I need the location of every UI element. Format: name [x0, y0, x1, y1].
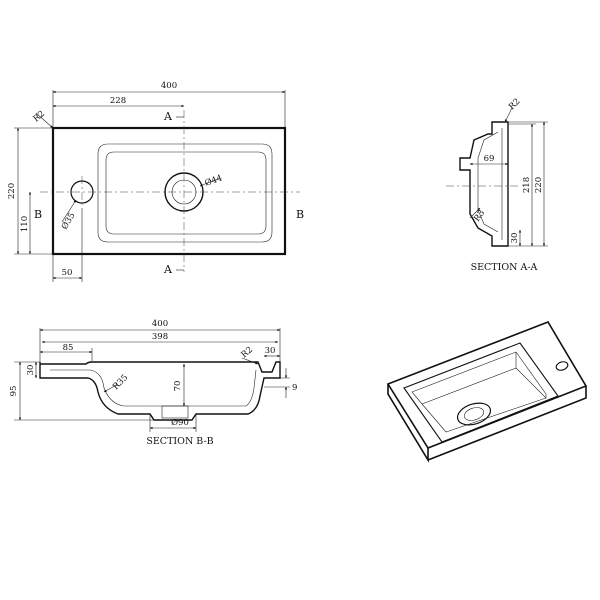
- section-b-dim-wall: 9: [292, 383, 297, 393]
- section-b-dim-waste: Ø90: [171, 417, 189, 428]
- section-a-profile-inner: [477, 128, 503, 240]
- section-b-dim-rim-left: 30: [26, 365, 36, 376]
- section-a-dim-radius-top: R2: [507, 97, 522, 112]
- iso-top-face: [386, 321, 588, 449]
- iso-basin-walls: [411, 351, 547, 433]
- section-a-dim-outer-height: 220: [534, 177, 544, 193]
- plan-cut-b-left: B: [34, 208, 42, 221]
- section-b-dim-inner-width: 398: [152, 332, 168, 342]
- section-b-dim-rim-right: 30: [265, 346, 276, 356]
- plan-cut-a-bottom: A: [163, 263, 173, 276]
- section-b-waste: [161, 405, 189, 419]
- section-b-dim-deck: 85: [63, 343, 74, 353]
- iso-drain-outer: [456, 402, 492, 426]
- section-b-dim-corner-radius: R2: [240, 345, 255, 360]
- section-a-title: SECTION A-A: [471, 262, 538, 273]
- plan-dim-basin-offset: 228: [110, 96, 126, 106]
- section-a-dim-inner-height: 218: [522, 177, 532, 193]
- section-b-view: 400 398 85 R2 30 30 95 R35 70 9: [9, 319, 297, 447]
- section-a-dim-rim: 30: [510, 233, 520, 244]
- plan-dim-overall-depth: 220: [7, 183, 17, 199]
- isometric-view: [386, 321, 588, 463]
- iso-basin-rim: [403, 342, 559, 443]
- plan-basin-outline: [97, 143, 273, 243]
- section-b-dim-overall-width: 400: [152, 319, 168, 329]
- plan-dim-waste-hole: Ø44: [203, 172, 223, 188]
- plan-outline: [51, 126, 287, 256]
- plan-dim-tap-center: 110: [20, 216, 30, 232]
- iso-front-edge: [387, 384, 587, 463]
- plan-cut-b-right: B: [296, 208, 304, 221]
- section-b-profile-outer: [39, 361, 281, 421]
- iso-drain-inner: [464, 407, 484, 421]
- plan-view: 400 228 220 110 50 R2 Ø35 Ø44 A A B B: [7, 81, 304, 282]
- plan-dim-tap-edge: 50: [62, 268, 73, 278]
- section-a-profile-outer: [459, 121, 509, 247]
- section-b-dim-height: 95: [9, 386, 19, 397]
- section-b-title: SECTION B-B: [146, 436, 213, 447]
- iso-tap-hole: [555, 361, 569, 371]
- plan-dim-overall-width: 400: [161, 81, 177, 91]
- section-b-dim-inner-radius: R35: [111, 373, 130, 392]
- plan-basin-inner: [105, 151, 267, 235]
- plan-dim-corner-radius: R2: [32, 109, 47, 124]
- section-a-view: R2 69 218 220 R3 30 SECTION A-A: [446, 97, 548, 273]
- plan-dim-tap-hole: Ø35: [59, 211, 77, 232]
- section-b-dim-depth: 70: [173, 381, 183, 392]
- section-b-profile-inner: [50, 369, 257, 407]
- plan-cut-a-top: A: [163, 110, 173, 123]
- section-a-dim-basin-depth: 69: [484, 154, 495, 164]
